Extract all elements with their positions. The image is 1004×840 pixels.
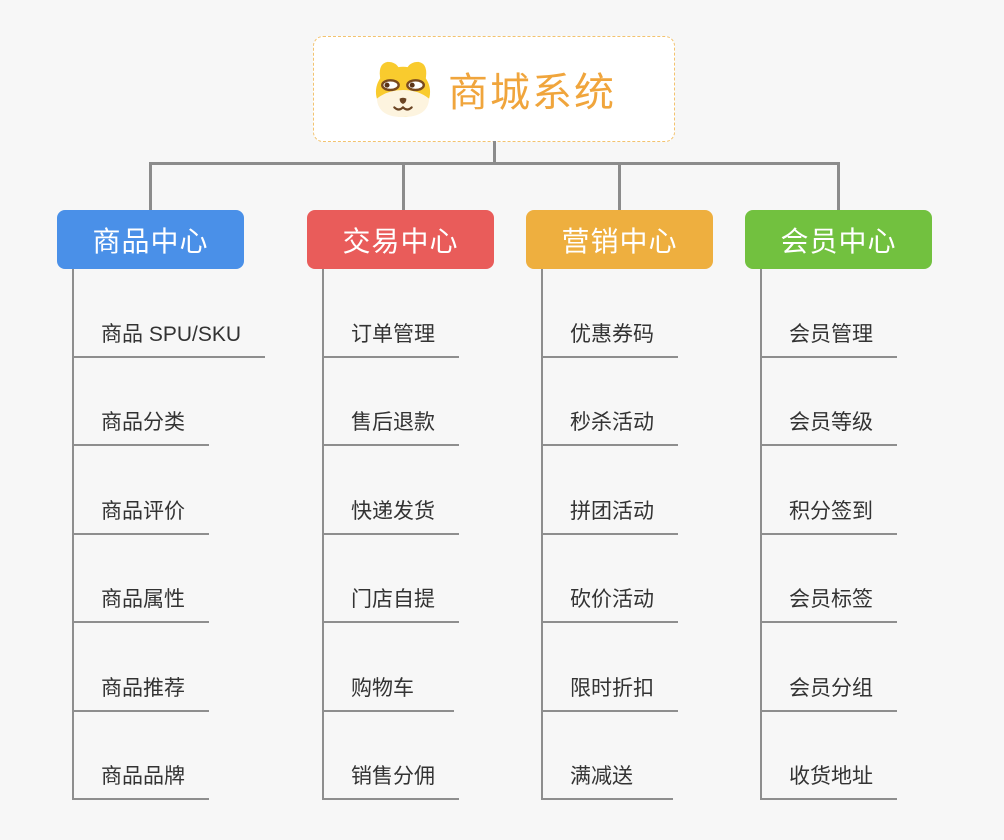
connector-horizontal-rail [149, 162, 840, 165]
leaf-node-limited-time-discount[interactable]: 限时折扣 [543, 623, 678, 712]
root-node-mall-system[interactable]: 商城系统 [313, 36, 675, 142]
branch-node-product-center[interactable]: 商品中心 [57, 210, 244, 269]
leaf-node-shopping-cart[interactable]: 购物车 [324, 623, 454, 712]
leaf-node-product-spu-sku[interactable]: 商品 SPU/SKU [74, 269, 266, 358]
leaf-node-order-management[interactable]: 订单管理 [324, 269, 459, 358]
leaf-node-member-tags[interactable]: 会员标签 [762, 535, 897, 623]
leaf-node-coupon-codes[interactable]: 优惠券码 [543, 269, 678, 358]
connector-root-stub [493, 141, 496, 163]
branch-node-trade-center[interactable]: 交易中心 [307, 210, 494, 269]
leaf-node-sales-commission[interactable]: 销售分佣 [324, 712, 459, 800]
leaf-node-product-category[interactable]: 商品分类 [74, 358, 209, 446]
leaf-node-aftersale-refund[interactable]: 售后退款 [324, 358, 459, 446]
leaf-node-spend-and-save[interactable]: 满减送 [543, 712, 673, 800]
leaf-node-points-checkin[interactable]: 积分签到 [762, 446, 897, 535]
connector-drop-trade [402, 162, 405, 210]
leaf-node-product-review[interactable]: 商品评价 [74, 446, 209, 535]
leaf-node-product-recommend[interactable]: 商品推荐 [74, 623, 209, 712]
leaf-column-product-center: 商品 SPU/SKU 商品分类 商品评价 商品属性 商品推荐 商品品牌 [72, 269, 266, 800]
connector-drop-products [149, 162, 152, 210]
leaf-node-express-shipping[interactable]: 快递发货 [324, 446, 459, 535]
leaf-column-member-center: 会员管理 会员等级 积分签到 会员标签 会员分组 收货地址 [760, 269, 897, 800]
leaf-node-member-management[interactable]: 会员管理 [762, 269, 897, 358]
leaf-node-bargain-activity[interactable]: 砍价活动 [543, 535, 678, 623]
leaf-node-member-level[interactable]: 会员等级 [762, 358, 897, 446]
leaf-node-product-attribute[interactable]: 商品属性 [74, 535, 209, 623]
leaf-node-group-buying[interactable]: 拼团活动 [543, 446, 678, 535]
leaf-node-store-pickup[interactable]: 门店自提 [324, 535, 459, 623]
connector-drop-members [837, 162, 840, 210]
leaf-node-shipping-address[interactable]: 收货地址 [762, 712, 897, 800]
leaf-column-marketing-center: 优惠券码 秒杀活动 拼团活动 砍价活动 限时折扣 满减送 [541, 269, 678, 800]
leaf-node-flash-sale[interactable]: 秒杀活动 [543, 358, 678, 446]
leaf-node-product-brand[interactable]: 商品品牌 [74, 712, 209, 800]
leaf-column-trade-center: 订单管理 售后退款 快递发货 门店自提 购物车 销售分佣 [322, 269, 459, 800]
root-node-title: 商城系统 [448, 71, 616, 115]
branch-node-marketing-center[interactable]: 营销中心 [526, 210, 713, 269]
shiba-dog-face-icon [375, 61, 431, 118]
leaf-node-member-groups[interactable]: 会员分组 [762, 623, 897, 712]
branch-node-member-center[interactable]: 会员中心 [745, 210, 932, 269]
connector-drop-marketing [618, 162, 621, 210]
